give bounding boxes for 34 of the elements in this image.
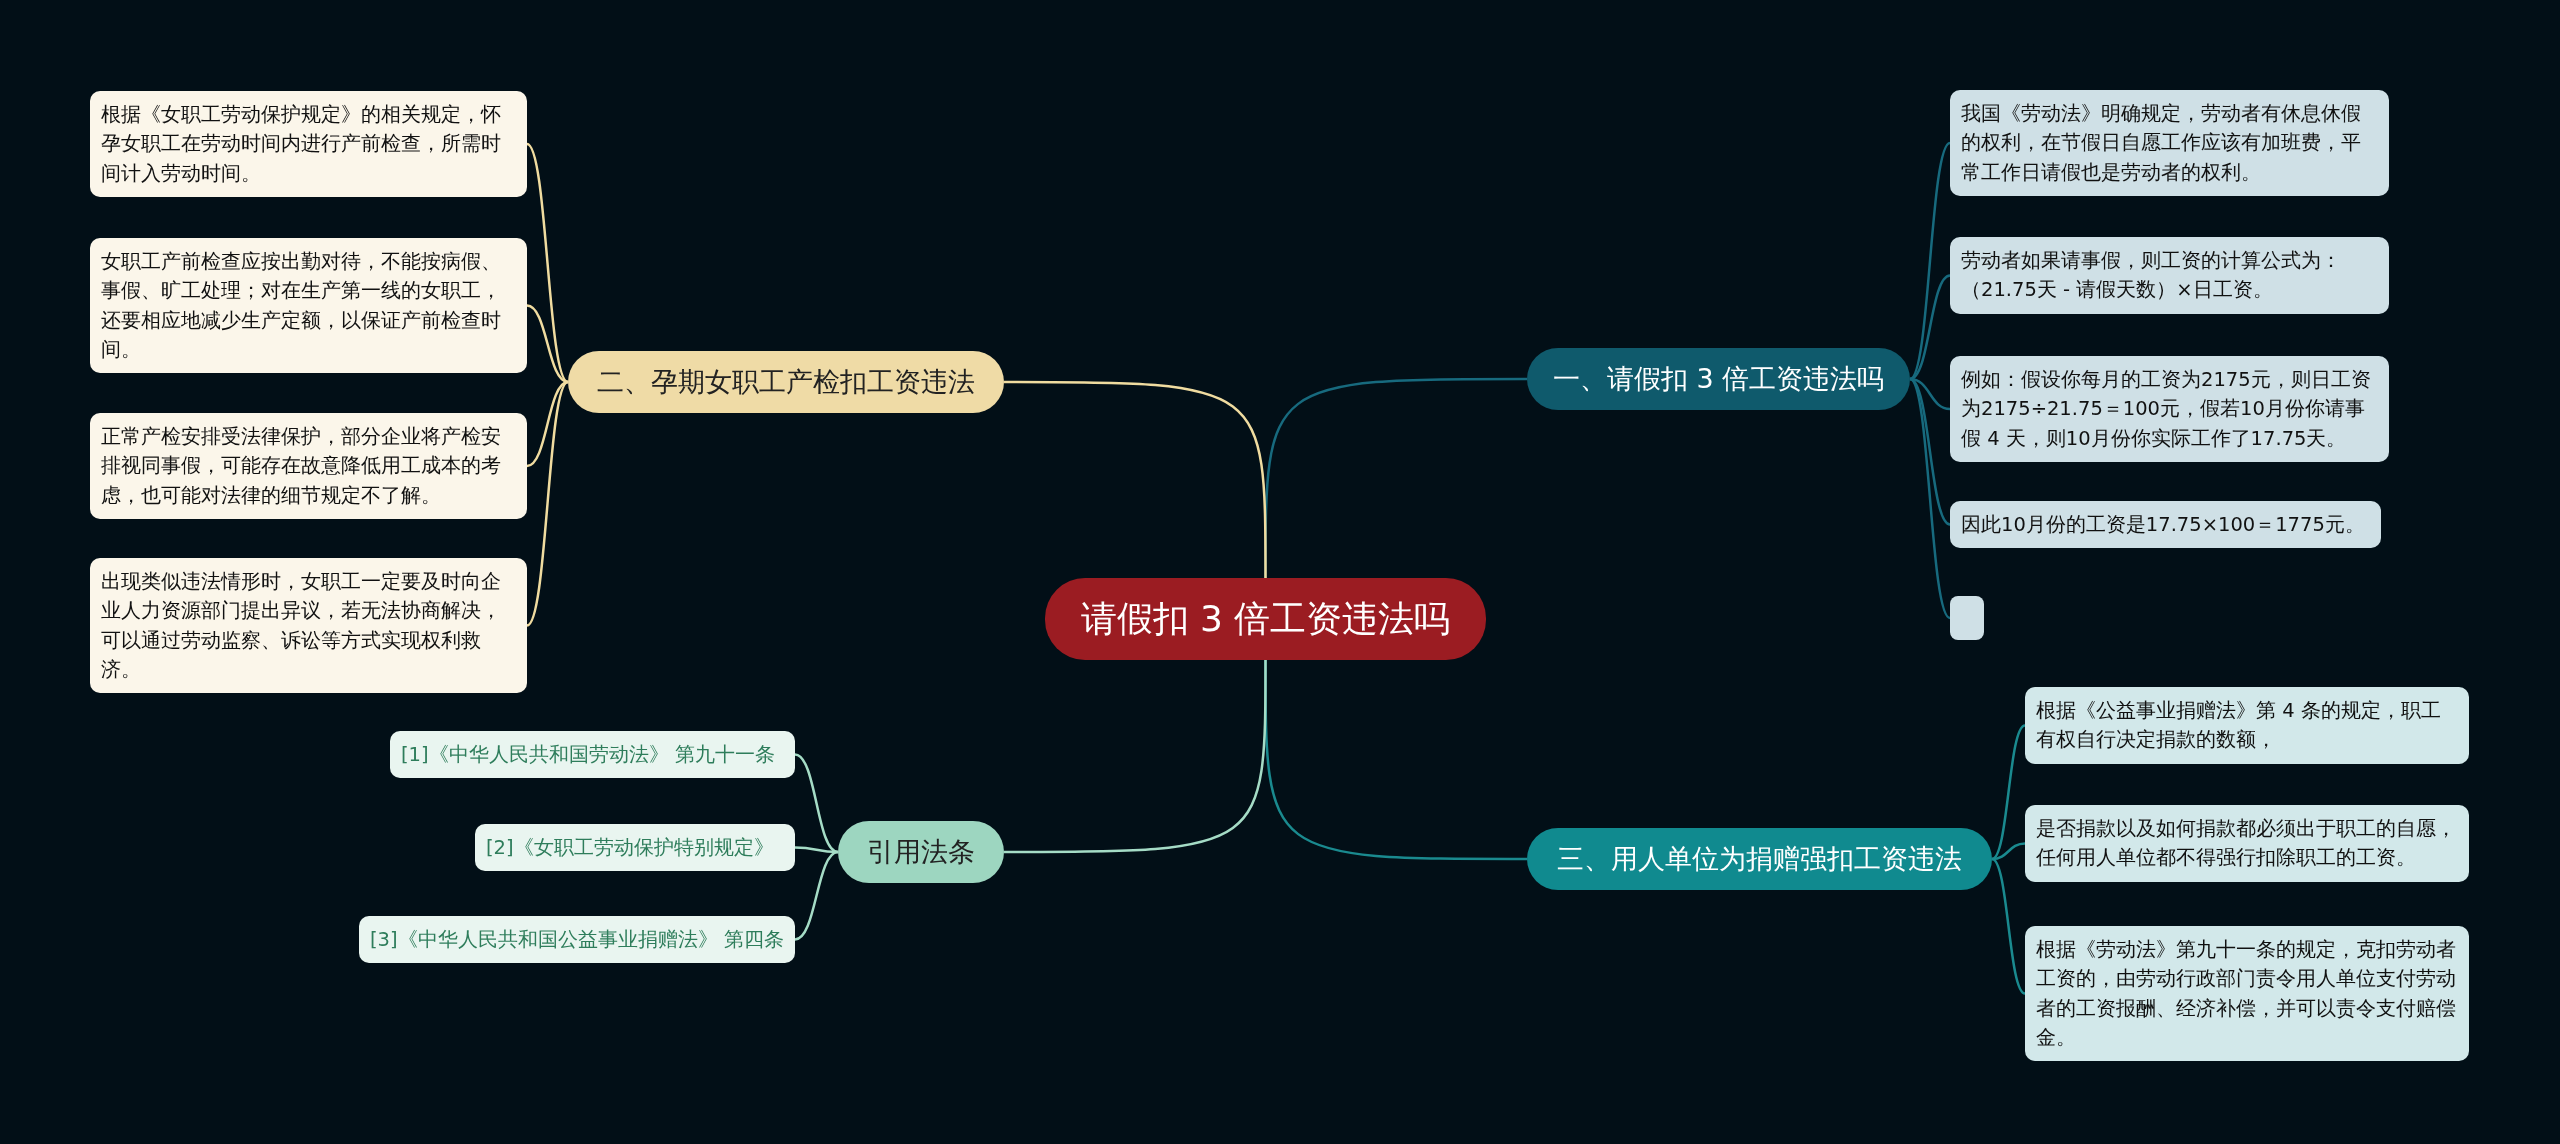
connector-line: [1909, 142, 1951, 380]
note-box: 因此10月份的工资是17.75×100＝1775元。: [1950, 501, 2381, 549]
connector-line: [1004, 660, 1267, 854]
connector-line: [1004, 380, 1267, 578]
reference-box: [1]《中华人民共和国劳动法》 第九十一条: [390, 731, 795, 779]
connector-line: [526, 380, 569, 468]
connector-line: [1909, 274, 1951, 381]
branch-topic: 二、孕期女职工产检扣工资违法: [568, 351, 1004, 413]
note-box: 我国《劳动法》明确规定，劳动者有休息休假的权利，在节假日自愿工作应该有加班费，平常工作日请假也是劳动者的权利。: [1950, 90, 2389, 196]
connector-line: [1991, 857, 2026, 995]
reference-box: [3]《中华人民共和国公益事业捐赠法》 第四条: [359, 916, 795, 964]
note-box: 根据《劳动法》第九十一条的规定，克扣劳动者工资的，由劳动行政部门责令用人单位支付劳动者的工资报酬、经济补偿，并可以责令支付赔偿金。: [2025, 926, 2469, 1061]
branch-topic: 三、用人单位为捐赠强扣工资违法: [1527, 828, 1992, 890]
connector-line: [526, 304, 569, 384]
connector-line: [1991, 724, 2026, 861]
branch-topic: 引用法条: [838, 821, 1004, 883]
note-box: 根据《女职工劳动保护规定》的相关规定，怀孕女职工在劳动时间内进行产前检查，所需时间计入劳动时间。: [90, 91, 527, 197]
note-box: 是否捐款以及如何捐款都必须出于职工的自愿，任何用人单位都不得强行扣除职工的工资。: [2025, 805, 2469, 882]
note-box: 劳动者如果请事假，则工资的计算公式为：（21.75天 - 请假天数）×日工资。: [1950, 237, 2389, 314]
connector-line: [1909, 378, 1951, 619]
branch-topic: 一、请假扣 3 倍工资违法吗: [1527, 348, 1910, 410]
connector-line: [794, 753, 839, 854]
note-box: 出现类似违法情形时，女职工一定要及时向企业人力资源部门提出异议，若无法协商解决，可以通过劳动监察、诉讼等方式实现权利救济。: [90, 558, 527, 693]
note-box: 根据《公益事业捐赠法》第 4 条的规定，职工有权自行决定捐款的数额，: [2025, 687, 2469, 764]
empty-box: [1950, 596, 1984, 640]
connector-line: [526, 143, 569, 383]
central-topic: 请假扣 3 倍工资违法吗: [1045, 578, 1486, 660]
connector-line: [1991, 842, 2026, 861]
connector-line: [794, 850, 839, 941]
note-box: 例如：假设你每月的工资为2175元，则日工资为2175÷21.75＝100元，假若10月份你请事假 4 天，则10月份你实际工作了17.75天。: [1950, 356, 2389, 462]
connector-line: [526, 381, 569, 627]
note-box: 女职工产前检查应按出勤对待，不能按病假、事假、旷工处理；对在生产第一线的女职工，还要相应地减少生产定额，以保证产前检查时间。: [90, 238, 527, 373]
reference-box: [2]《女职工劳动保护特别规定》: [475, 824, 795, 872]
note-box: 正常产检安排受法律保护，部分企业将产检安排视同事假，可能存在故意降低用工成本的考虑，也可能对法律的细节规定不了解。: [90, 413, 527, 519]
